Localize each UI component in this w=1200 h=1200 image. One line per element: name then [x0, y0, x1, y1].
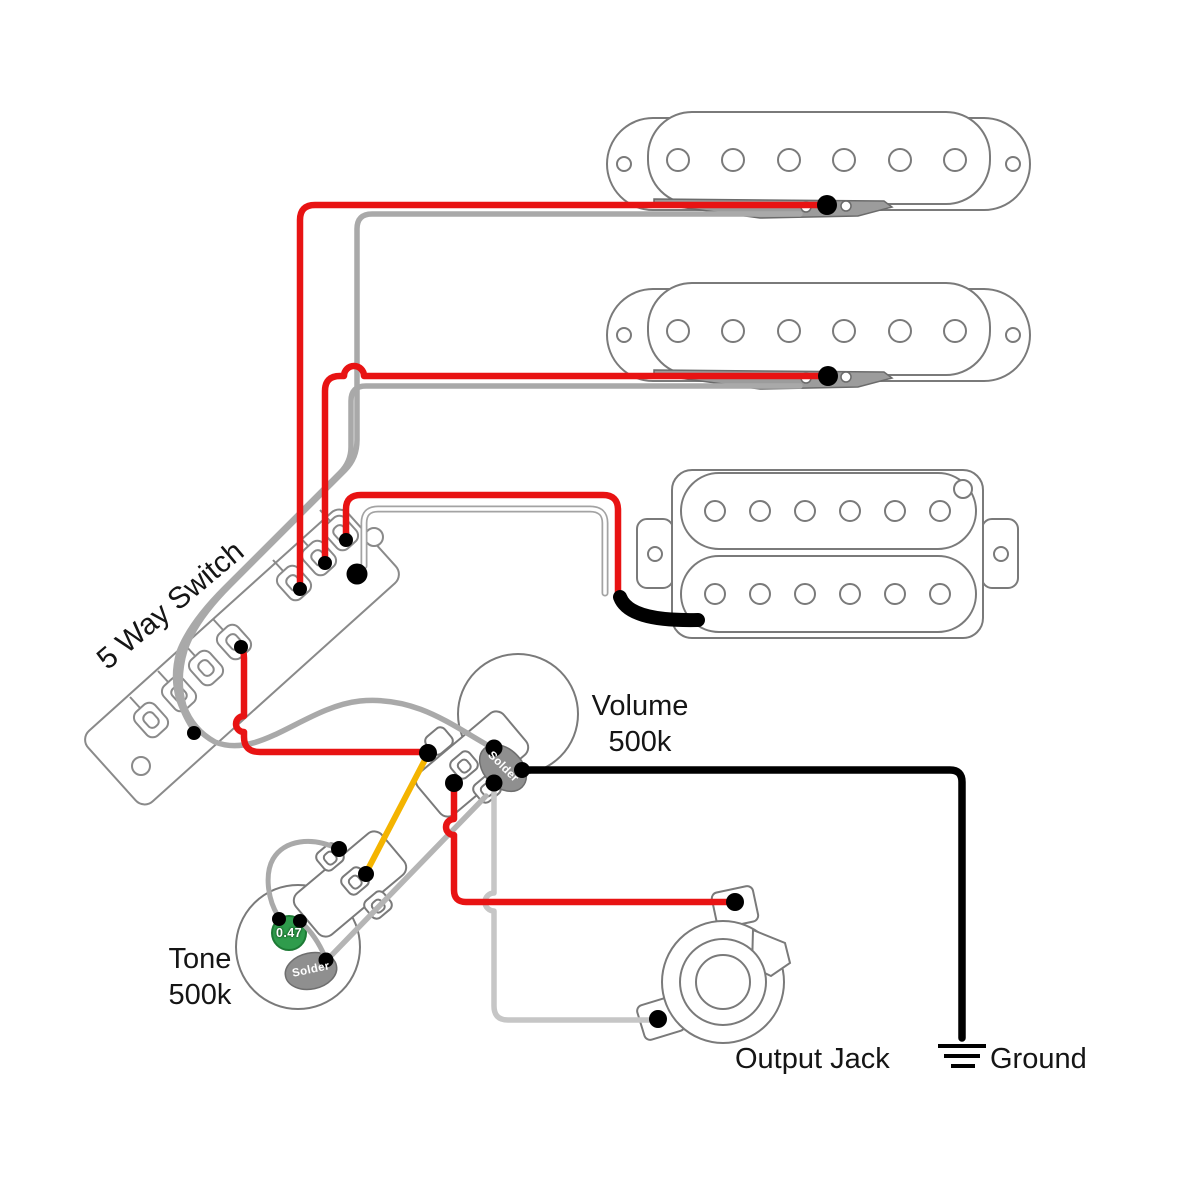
volume-name: Volume — [591, 690, 689, 722]
solder-dot-switch-lug2 — [318, 556, 332, 570]
output-jack-label: Output Jack — [735, 1043, 890, 1075]
wire-white-humbucker-core — [362, 507, 607, 595]
volume-value: 500k — [608, 726, 672, 758]
solder-dot-switch-lug1 — [293, 582, 307, 596]
wire-red-neck — [296, 201, 831, 589]
output-jack — [636, 885, 792, 1044]
wire-gray-tone-to-volume — [323, 793, 489, 964]
solder-dot-volume-lug2 — [445, 774, 463, 792]
switch-lugs-bottom — [132, 623, 253, 739]
humbucker-coil-top — [680, 472, 977, 550]
solder-dot-volume-black — [514, 762, 530, 778]
solder-dot-middle — [818, 366, 838, 386]
wire-gray-middle-ground — [172, 383, 803, 733]
solder-dot-volume-casing-bottom — [485, 774, 503, 792]
pole-pieces — [666, 148, 967, 172]
tone-name: Tone — [168, 943, 232, 975]
solder-dot-switch-output — [234, 640, 248, 654]
humbucker-coil-bottom — [680, 555, 977, 633]
wire-red-humbucker — [342, 491, 622, 600]
wire-red-middle — [321, 362, 832, 563]
tone-label: Tone 500k — [120, 941, 280, 1013]
solder-dot-volume-lug1 — [419, 744, 437, 762]
solder-dot-tone-lug2 — [358, 866, 374, 882]
pickup-cover — [647, 282, 991, 376]
solder-dot-tone-casing — [318, 952, 334, 968]
wire-red-volume-to-jack — [442, 779, 733, 906]
pickup-cover — [647, 111, 991, 205]
pole-pieces — [704, 500, 951, 605]
capacitor-value-label: 0.47 — [276, 926, 302, 940]
solder-dot-jack-sleeve — [649, 1010, 667, 1028]
tone-value: 500k — [168, 979, 232, 1011]
switch-screw-hole — [364, 527, 384, 547]
solder-dot-cap-right — [293, 914, 307, 928]
wire-gray-tone-lug-to-cap — [265, 839, 341, 919]
wire-white-humbucker-outline — [360, 505, 609, 597]
solder-dot-jack-tip — [726, 893, 744, 911]
solder-dot-neck — [817, 195, 837, 215]
pickup-single-coil-middle — [606, 282, 1031, 390]
pole-pieces — [666, 319, 967, 343]
switch-screw-hole — [131, 756, 151, 776]
solder-dot-switch-ground — [187, 726, 201, 740]
solder-dot-tone-lug1 — [331, 841, 347, 857]
solder-dot-volume-casing-top — [485, 739, 503, 757]
humbucker-cable-jacket — [613, 590, 705, 628]
wire-yellow-volume-to-tone — [364, 751, 431, 874]
tone-pot-body — [235, 884, 361, 1010]
wire-black-output-ground — [516, 766, 966, 1042]
solder-dot-cap-left — [272, 912, 286, 926]
solder-dot-switch-lug3 — [339, 533, 353, 547]
volume-label: Volume 500k — [560, 688, 720, 760]
wire-gray-neck-ground — [177, 211, 803, 749]
ground-symbol — [938, 1044, 986, 1068]
solder-dot-switch-common — [346, 563, 368, 585]
pickup-humbucker-bridge — [636, 469, 1019, 639]
solder-joints — [187, 195, 838, 1028]
jack-hole — [695, 954, 751, 1010]
ground-label: Ground — [990, 1043, 1087, 1075]
wire-gray-volume-to-jack — [482, 781, 653, 1023]
